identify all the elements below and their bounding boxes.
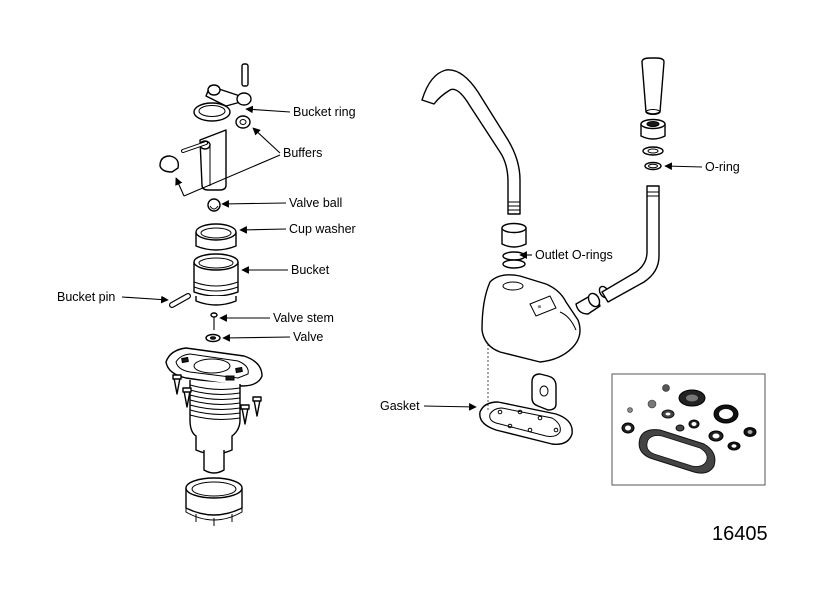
label-valve-stem: Valve stem [273, 311, 334, 325]
bucket-ring-part [193, 102, 231, 122]
spout-tube-part [421, 69, 521, 215]
handle-assembly [601, 57, 666, 303]
o-ring-part [644, 161, 662, 171]
cup-washer-part [195, 223, 237, 251]
kit-ring-part [713, 404, 739, 424]
label-valve: Valve [293, 330, 323, 344]
kit-small-rings-part [621, 384, 757, 451]
screws-part [172, 374, 262, 425]
piston-frame-part [199, 129, 227, 191]
figure-number: 16405 [712, 523, 768, 545]
label-o-ring: O-ring [705, 160, 740, 174]
long-pin-part [181, 141, 208, 153]
callout-labels: Bucket ring Buffers Valve ball Cup washe… [57, 105, 768, 545]
outlet-o-rings-part [502, 251, 526, 269]
kit-large-seal-part [678, 389, 706, 407]
label-buffers: Buffers [283, 146, 322, 160]
bucket-part [193, 253, 239, 306]
mounting-flange-part [165, 347, 263, 387]
label-valve-ball: Valve ball [289, 196, 342, 210]
label-bucket: Bucket [291, 263, 330, 277]
spout-bushing-part [501, 222, 527, 248]
pump-tube-part [601, 185, 660, 303]
handle-knob-part [641, 57, 665, 115]
threaded-body-part [189, 380, 241, 474]
cap-nut-part [640, 118, 666, 140]
label-bucket-ring: Bucket ring [293, 105, 356, 119]
side-fitting-part [575, 285, 610, 315]
pump-assembly [159, 63, 263, 526]
top-pin-part [241, 63, 249, 87]
valve-part [205, 333, 221, 343]
label-outlet-o-rings: Outlet O-rings [535, 248, 613, 262]
washer-part [642, 146, 664, 156]
label-gasket: Gasket [380, 399, 420, 413]
label-cup-washer: Cup washer [289, 222, 356, 236]
svg-text:≋: ≋ [537, 304, 543, 311]
kit-gasket-part [638, 429, 716, 474]
bucket-pin-part [169, 293, 191, 308]
valve-ball-part [207, 198, 221, 212]
cover-plate-part [531, 373, 557, 411]
base-cap-part [185, 477, 243, 526]
gasket-part [479, 401, 573, 445]
leader-lines [121, 105, 703, 411]
service-kit-inset [611, 373, 766, 486]
spout-assembly: ≋ [421, 69, 610, 445]
valve-stem-part [210, 312, 218, 330]
buffer-left-part [159, 155, 180, 173]
pump-body-part: ≋ [481, 274, 581, 363]
label-bucket-pin: Bucket pin [57, 290, 115, 304]
buffer-right-part [235, 115, 251, 129]
handle-link-part [205, 84, 252, 107]
